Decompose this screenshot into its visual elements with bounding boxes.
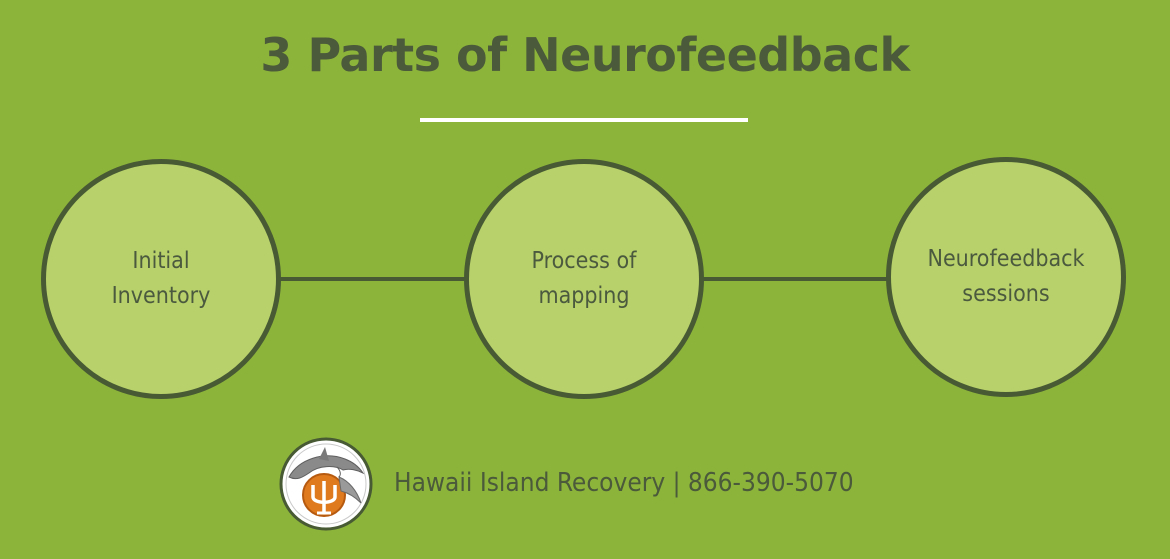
- step-label-line: sessions: [962, 281, 1050, 307]
- connector-line-1: [276, 277, 468, 281]
- step-circle-initial-inventory: Initial Inventory: [41, 159, 281, 399]
- step-label-line: Inventory: [111, 283, 211, 309]
- step-label: Neurofeedback sessions: [911, 242, 1101, 312]
- step-circle-neurofeedback-sessions: Neurofeedback sessions: [886, 157, 1126, 397]
- step-label-line: mapping: [538, 283, 630, 309]
- dolphin-psi-logo-icon: [279, 437, 373, 531]
- step-label-line: Process of: [531, 248, 637, 274]
- connector-line-2: [698, 277, 890, 281]
- step-circle-process-of-mapping: Process of mapping: [464, 159, 704, 399]
- footer-contact-text: Hawaii Island Recovery | 866-390-5070: [394, 468, 854, 498]
- page-title: 3 Parts of Neurofeedback: [260, 28, 910, 82]
- title-underline: [420, 118, 748, 122]
- step-label-line: Initial: [132, 248, 190, 274]
- step-label: Process of mapping: [489, 244, 679, 314]
- step-label-line: Neurofeedback: [927, 246, 1085, 272]
- step-label: Initial Inventory: [66, 244, 256, 314]
